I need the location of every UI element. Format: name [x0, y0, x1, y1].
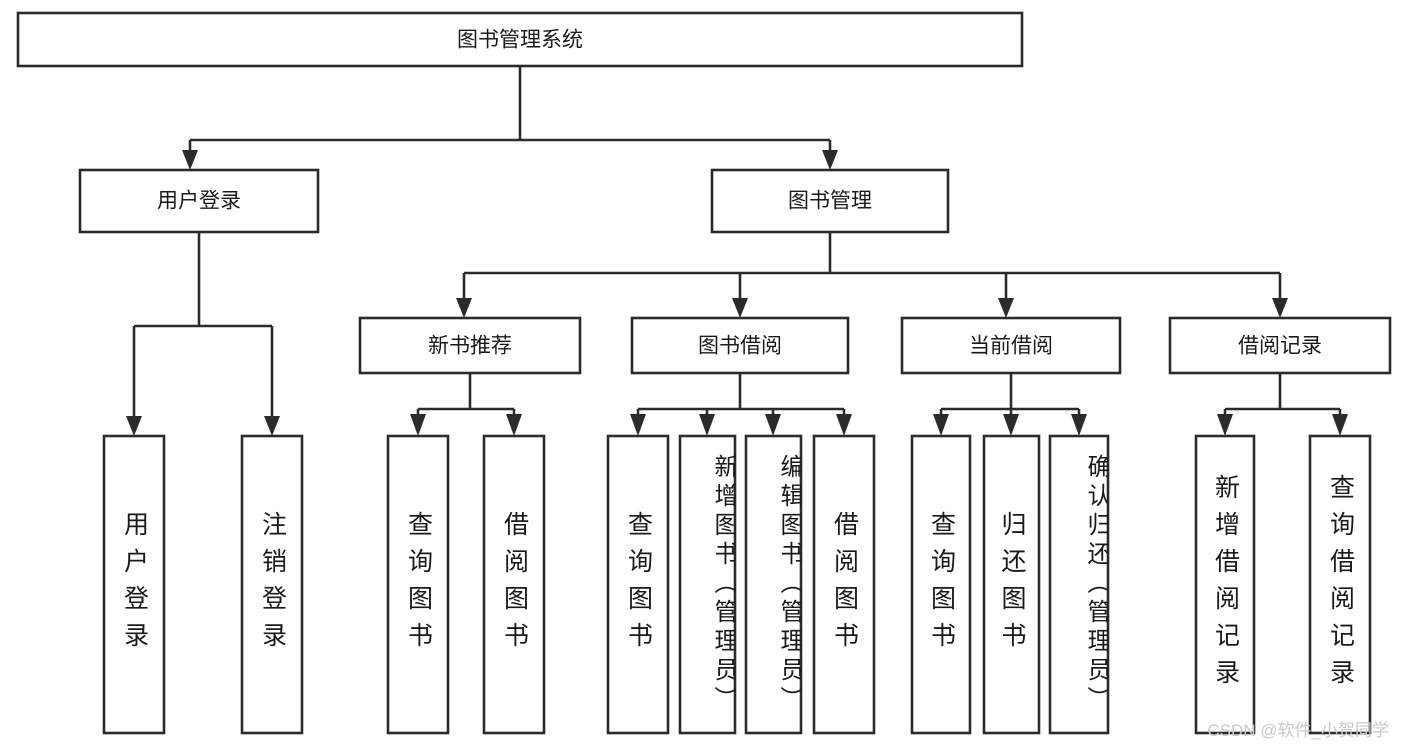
leaf-label-confirm-return: 确认归还（管理员） — [1083, 454, 1108, 715]
node-new-book-recommend-label: 新书推荐 — [428, 335, 512, 358]
edge-group-current-borrow — [933, 373, 1087, 436]
node-book-management-label: 图书管理 — [788, 190, 872, 213]
leaf-label-query-book-2: 查询图书 — [624, 510, 653, 659]
node-leaf-logout[interactable] — [240, 434, 304, 735]
node-book-borrow-box[interactable] — [630, 316, 850, 375]
node-leaf-query-book-2[interactable] — [606, 434, 670, 735]
node-leaf-logout-box[interactable] — [240, 434, 304, 735]
leaf-label-logout: 注销登录 — [258, 510, 287, 659]
arrow-head-l3a — [456, 298, 472, 318]
node-current-borrow-label: 当前借阅 — [969, 335, 1053, 358]
node-leaf-user-login[interactable] — [102, 434, 166, 735]
node-leaf-query-record[interactable] — [1308, 434, 1372, 735]
arrow-head-leaf-10 — [1003, 414, 1019, 436]
edge-group-user-login — [126, 232, 280, 436]
arrow-head-l3b — [732, 298, 748, 318]
arrow-head-leaf-1 — [126, 416, 142, 436]
node-root-box[interactable] — [16, 11, 1024, 68]
node-current-borrow-box[interactable] — [900, 316, 1122, 375]
node-borrow-record[interactable]: 借阅记录 — [1168, 316, 1392, 375]
edge-group-book-borrow — [630, 373, 852, 436]
arrow-head-leaf-11 — [1071, 414, 1087, 436]
node-borrow-record-label: 借阅记录 — [1238, 335, 1322, 358]
node-leaf-confirm-return[interactable] — [1048, 434, 1110, 735]
node-new-book-recommend-box[interactable] — [358, 316, 582, 375]
node-current-borrow[interactable]: 当前借阅 — [900, 316, 1122, 375]
node-borrow-record-box[interactable] — [1168, 316, 1392, 375]
edge-group-book-mgmt — [456, 232, 1288, 318]
node-leaf-return-book-box[interactable] — [982, 434, 1041, 735]
node-leaf-borrow-book-1[interactable] — [482, 434, 546, 735]
node-leaf-confirm-return-box[interactable] — [1048, 434, 1110, 735]
arrow-head-l2b — [822, 150, 838, 170]
node-leaf-borrow-book-2-box[interactable] — [812, 434, 876, 735]
arrow-head-leaf-6 — [699, 414, 715, 436]
edge-group-borrow-record — [1217, 373, 1348, 436]
node-leaf-query-book-3-box[interactable] — [910, 434, 972, 735]
node-leaf-edit-book[interactable] — [744, 434, 803, 735]
arrow-head-l3c — [998, 298, 1014, 318]
node-leaf-query-record-box[interactable] — [1308, 434, 1372, 735]
arrow-head-leaf-8 — [836, 414, 852, 436]
arrow-head-l3d — [1272, 298, 1288, 318]
leaf-label-query-book-3: 查询图书 — [927, 510, 956, 659]
arrow-head-leaf-4 — [506, 414, 522, 436]
node-leaf-query-book-3[interactable] — [910, 434, 972, 735]
node-leaf-edit-book-box[interactable] — [744, 434, 803, 735]
node-book-borrow-label: 图书借阅 — [698, 335, 782, 358]
node-leaf-query-book-2-box[interactable] — [606, 434, 670, 735]
leaf-label-return-book: 归还图书 — [998, 510, 1026, 659]
arrow-head-leaf-7 — [765, 414, 781, 436]
leaf-label-add-record: 新增借阅记录 — [1211, 473, 1240, 696]
node-root[interactable]: 图书管理系统 — [16, 11, 1024, 68]
node-leaf-borrow-book-1-box[interactable] — [482, 434, 546, 735]
leaf-label-query-record: 查询借阅记录 — [1326, 473, 1355, 696]
node-leaf-query-book-1[interactable] — [386, 434, 450, 735]
arrow-head-leaf-13 — [1332, 414, 1348, 436]
node-book-borrow[interactable]: 图书借阅 — [630, 316, 850, 375]
arrow-head-leaf-2 — [264, 416, 280, 436]
node-new-book-recommend[interactable]: 新书推荐 — [358, 316, 582, 375]
leaf-label-query-book-1: 查询图书 — [404, 510, 433, 659]
leaf-label-add-book: 新增图书（管理员） — [710, 454, 735, 715]
node-user-login[interactable]: 用户登录 — [78, 168, 320, 234]
node-leaf-return-book[interactable] — [982, 434, 1041, 735]
arrow-head-leaf-9 — [933, 414, 949, 436]
arrow-head-leaf-12 — [1217, 414, 1233, 436]
node-user-login-label: 用户登录 — [157, 190, 241, 213]
node-leaf-add-record[interactable] — [1194, 434, 1256, 735]
node-leaf-add-book[interactable] — [678, 434, 737, 735]
node-leaf-add-book-box[interactable] — [678, 434, 737, 735]
node-book-management-box[interactable] — [710, 168, 950, 234]
node-book-management[interactable]: 图书管理 — [710, 168, 950, 234]
arrow-head-leaf-3 — [410, 414, 426, 436]
arrow-head-l2a — [182, 150, 198, 170]
node-leaf-add-record-box[interactable] — [1194, 434, 1256, 735]
node-leaf-borrow-book-2[interactable] — [812, 434, 876, 735]
node-user-login-box[interactable] — [78, 168, 320, 234]
watermark: CSDN @软件_小贺同学 — [1207, 721, 1389, 740]
node-root-label: 图书管理系统 — [457, 29, 583, 52]
node-leaf-query-book-1-box[interactable] — [386, 434, 450, 735]
leaf-label-user-login: 用户登录 — [120, 510, 149, 659]
edge-group-root — [182, 66, 838, 170]
leaf-label-borrow-book-1: 借阅图书 — [500, 510, 529, 659]
leaf-label-borrow-book-2: 借阅图书 — [830, 510, 859, 659]
edge-group-new-book — [410, 373, 522, 436]
node-leaf-user-login-box[interactable] — [102, 434, 166, 735]
leaf-label-edit-book: 编辑图书（管理员） — [776, 454, 801, 715]
arrow-head-leaf-5 — [630, 414, 646, 436]
